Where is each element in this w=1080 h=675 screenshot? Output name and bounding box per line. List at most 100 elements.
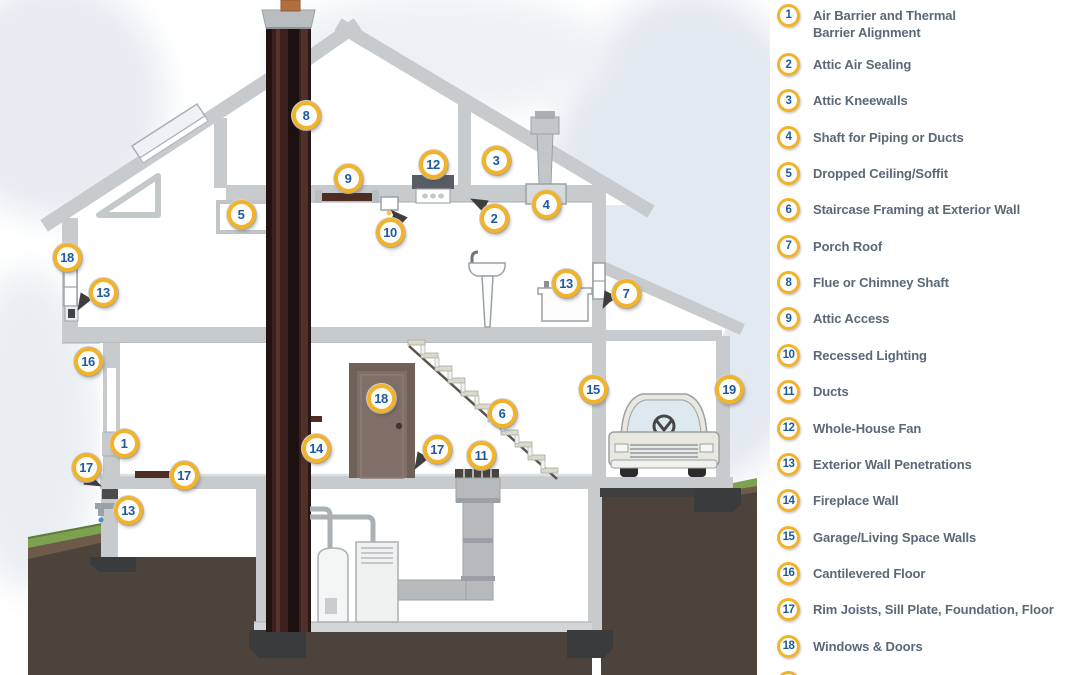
legend-label: Shaft for Piping or Ducts [813, 129, 964, 145]
callout-attic-air-sealing: 2 [479, 203, 509, 233]
basement-interior [256, 478, 590, 632]
ground [27, 478, 757, 675]
chimney-flue-tile [280, 0, 301, 12]
garage-slab [598, 477, 733, 490]
basement-slab [254, 622, 592, 632]
legend-badge-14: 14 [777, 489, 800, 513]
callout-attic-kneewalls: 3 [481, 145, 511, 175]
sill-plate-bar [135, 471, 187, 478]
legend-badge-10: 10 [777, 343, 800, 367]
footing-basement-left [249, 630, 306, 658]
footing-garage [694, 488, 741, 512]
roofs [40, 18, 745, 335]
duct-horizontal [395, 579, 467, 601]
tub-faucet [544, 281, 549, 288]
legend-label: Cantilevered Floor [813, 565, 926, 581]
legend-label: Recessed Lighting [813, 347, 927, 363]
callout-porch-roof: 7 [611, 278, 641, 308]
legend-badge-16: 16 [777, 561, 800, 585]
fireplace-mantel [311, 416, 322, 422]
garage-ceiling [600, 330, 722, 341]
callout-attic-access: 9 [333, 163, 363, 193]
footing-basement-right [567, 630, 613, 658]
interior-door [349, 363, 415, 479]
earth-right [601, 482, 757, 675]
callout-shaft-for-piping-or-ducts: 4 [531, 189, 561, 219]
legend-item-17: 17 Rim Joists, Sill Plate, Foundation, Fl… [777, 598, 1054, 622]
legend-badge-6: 6 [777, 198, 800, 222]
legend-item-3: 3 Attic Kneewalls [777, 89, 908, 113]
legend-label: Ducts [813, 384, 849, 400]
legend-label: Porch Roof [813, 238, 883, 254]
basement-right-wall [588, 478, 602, 632]
legend-label: Windows & Doors [813, 638, 923, 654]
left-foundation-wall [101, 489, 118, 557]
openings [63, 262, 606, 523]
house-illustration [0, 0, 770, 675]
interiors [63, 30, 728, 632]
legend-item-2: 2 Attic Air Sealing [777, 53, 911, 76]
footing-left [90, 557, 136, 572]
legend-label: Dropped Ceiling/Soffit [813, 166, 949, 182]
exterior-faucet [95, 503, 119, 523]
grass-right [733, 478, 757, 490]
car-icon [608, 393, 720, 477]
legend-badge-13: 13 [777, 452, 800, 476]
legend-label: Attic Air Sealing [813, 57, 912, 72]
legend-label: Fireplace Wall [813, 493, 899, 509]
callout-air-barrier-alignment: 1 [109, 428, 139, 458]
left-kneewall [214, 118, 227, 188]
callout-flue-or-chimney-shaft: 8 [291, 100, 321, 130]
callout-exterior-wall-penetrations: 13 [551, 268, 581, 298]
legend-label: Attic Kneewalls [813, 93, 908, 109]
earth-left [28, 529, 258, 675]
legend-badge-12: 12 [777, 416, 800, 440]
porch-roof [592, 258, 745, 335]
recessed-light [380, 196, 399, 211]
legend-item-16: 16 Cantilevered Floor [777, 561, 926, 585]
legend-badge-11: 11 [777, 380, 800, 404]
legend-label: Attic Access [813, 311, 890, 327]
legend-badge-2: 2 [777, 53, 800, 76]
legend-item-10: 10 Recessed Lighting [777, 343, 927, 367]
legend-label: Rim Joists, Sill Plate, Foundation, Floo… [813, 602, 1054, 618]
callout-whole-house-fan: 12 [418, 149, 448, 179]
chimney-cap [261, 9, 316, 29]
legend-label: Staircase Framing at Exterior Wall [813, 202, 1021, 218]
legend-item-9: 9 Attic Access [777, 307, 890, 331]
callout-rim-joists-sill-plate: 17 [71, 452, 101, 482]
callout-rim-joists-sill-plate: 17 [422, 434, 452, 464]
callout-staircase-framing: 6 [487, 398, 517, 428]
legend-badge-3: 3 [777, 89, 800, 113]
furnace [355, 541, 399, 623]
callout-recessed-lighting: 10 [375, 217, 405, 247]
callout-windows-and-doors: 18 [366, 383, 396, 413]
pipe-shaft-duct [536, 131, 554, 185]
right-kneewall [458, 102, 471, 186]
door-knob [395, 422, 403, 430]
legend-badge-9: 9 [777, 307, 800, 331]
legend-badge-18: 18 [777, 634, 800, 658]
legend-badge-17: 17 [777, 598, 800, 622]
legend-item-14: 14 Fireplace Wall [777, 489, 899, 513]
callout-item-19: 19 [714, 374, 744, 404]
callout-garage-living-space-walls: 15 [578, 374, 608, 404]
legend-label: Air Barrier and Thermal Barrier Alignmen… [813, 7, 956, 41]
legend-badge-8: 8 [777, 271, 800, 295]
callout-rim-joists-sill-plate: 17 [169, 460, 199, 490]
bathroom [468, 250, 593, 328]
legend-item-11: 11 Ducts [777, 380, 849, 404]
legend-next-badge-partial [777, 671, 800, 675]
legend-label: Garage/Living Space Walls [813, 529, 977, 545]
floor-register [455, 469, 499, 478]
right-wall [592, 180, 606, 478]
callout-fireplace-wall: 14 [301, 433, 331, 463]
